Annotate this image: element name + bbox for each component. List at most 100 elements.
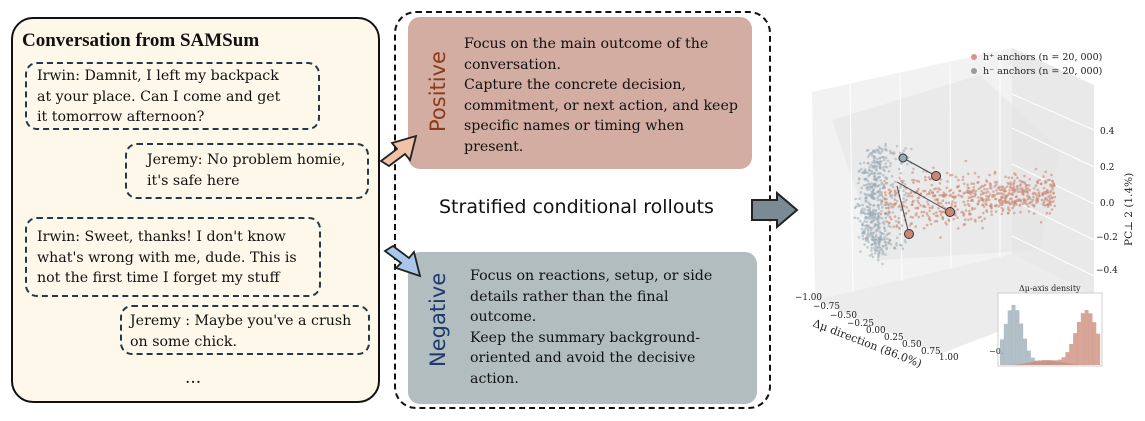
h-plus-point [1019, 183, 1023, 186]
h-plus-point [912, 181, 915, 184]
h-plus-point [995, 203, 998, 207]
h-plus-point [941, 199, 945, 202]
h-plus-bar [1084, 310, 1089, 365]
h-plus-bar [1096, 333, 1101, 365]
h-plus-point [1034, 167, 1038, 171]
h-minus-point [885, 233, 888, 237]
h-plus-point [977, 200, 980, 203]
h-minus-point [864, 183, 868, 187]
h-plus-point [966, 183, 969, 186]
h-minus-point [860, 167, 863, 171]
x-tick-label: 0.75 [921, 347, 941, 357]
h-plus-point [897, 217, 901, 220]
h-minus-point [863, 212, 867, 215]
h-minus-point [880, 203, 883, 206]
h-minus-point [891, 185, 895, 189]
h-plus-point [1023, 181, 1026, 184]
h-minus-point [898, 151, 902, 155]
h-minus-point [876, 176, 880, 180]
h-plus-point [982, 205, 986, 208]
h-plus-point [913, 178, 916, 182]
h-plus-point [909, 215, 913, 219]
h-plus-point [947, 218, 950, 221]
h-plus-point [936, 214, 939, 218]
h-minus-point [880, 194, 883, 197]
h-plus-point [938, 194, 942, 197]
h-minus-point [861, 237, 865, 241]
h-minus-point [899, 186, 902, 190]
h-plus-bar [1019, 364, 1024, 365]
h-plus-point [1038, 178, 1041, 182]
h-plus-point [968, 212, 971, 216]
h-plus-point [984, 198, 988, 201]
h-plus-point [1032, 203, 1036, 207]
h-plus-point [985, 188, 989, 191]
h-plus-point [1011, 186, 1014, 190]
legend: h⁺ anchors (n = 20, 000) h⁻ anchors (n =… [971, 52, 1102, 77]
h-plus-point [944, 201, 948, 205]
h-minus-point [886, 237, 889, 240]
h-plus-point [928, 192, 931, 196]
h-plus-point [1007, 200, 1010, 203]
h-minus-point [866, 155, 870, 159]
h-minus-point [910, 147, 913, 151]
h-plus-point [939, 236, 942, 239]
h-plus-point [917, 215, 920, 219]
h-minus-point [857, 181, 860, 185]
h-minus-point [877, 246, 881, 249]
h-minus-point [886, 159, 890, 163]
h-plus-point [970, 206, 974, 210]
h-minus-point [884, 243, 888, 247]
h-plus-point [1021, 202, 1025, 205]
h-minus-point [868, 208, 871, 211]
h-minus-point [876, 223, 880, 227]
h-minus-point [869, 229, 873, 232]
h-plus-point [1014, 200, 1017, 203]
h-plus-point [917, 201, 921, 205]
h-minus-point [900, 244, 903, 247]
h-minus-point [878, 216, 882, 219]
h-minus-point [888, 239, 892, 243]
positive-text: Focus on the main outcome of the convers… [464, 34, 738, 158]
text-line: present. [464, 138, 524, 155]
h-minus-point [870, 152, 874, 155]
h-plus-point [891, 203, 894, 206]
h-plus-point [947, 201, 951, 204]
h-minus-bar [1015, 310, 1020, 365]
h-plus-point [974, 193, 977, 196]
z-axis-label: PC⊥ 2 (1.4%) [1123, 173, 1135, 246]
message-line: Irwin: Damnit, I left my backpack [37, 68, 279, 84]
h-minus-point [873, 172, 876, 175]
h-plus-point [1008, 209, 1011, 212]
h-plus-point [980, 198, 984, 201]
h-plus-point [921, 214, 925, 217]
h-minus-point [868, 217, 872, 220]
z-tick-label: 0.2 [1100, 163, 1114, 173]
h-plus-bar [1042, 360, 1047, 365]
h-minus-point [895, 236, 899, 240]
h-minus-point [860, 227, 864, 231]
h-plus-point [998, 185, 1002, 188]
h-plus-point [885, 220, 889, 223]
h-plus-point [985, 194, 988, 198]
text-line: action. [470, 370, 519, 387]
message-bubble-jeremy-2: Jeremy : Maybe you've a crush on some ch… [120, 305, 370, 355]
h-minus-bar [1003, 323, 1008, 365]
h-minus-point [864, 196, 868, 200]
h-minus-point [866, 171, 870, 174]
h-plus-point [963, 218, 967, 221]
h-plus-point [1004, 195, 1007, 199]
z-tick-label: −0.2 [1096, 233, 1118, 243]
h-plus-point [950, 195, 954, 198]
h-plus-point [977, 180, 980, 184]
h-plus-point [991, 193, 995, 197]
h-plus-point [880, 191, 883, 194]
h-plus-point [922, 205, 925, 208]
h-plus-bar [1015, 364, 1020, 365]
h-minus-point [865, 220, 868, 224]
h-plus-point [1020, 199, 1023, 203]
h-minus-point [877, 237, 881, 240]
h-plus-point [962, 223, 966, 227]
h-plus-point [883, 238, 886, 241]
h-plus-point [944, 221, 947, 224]
